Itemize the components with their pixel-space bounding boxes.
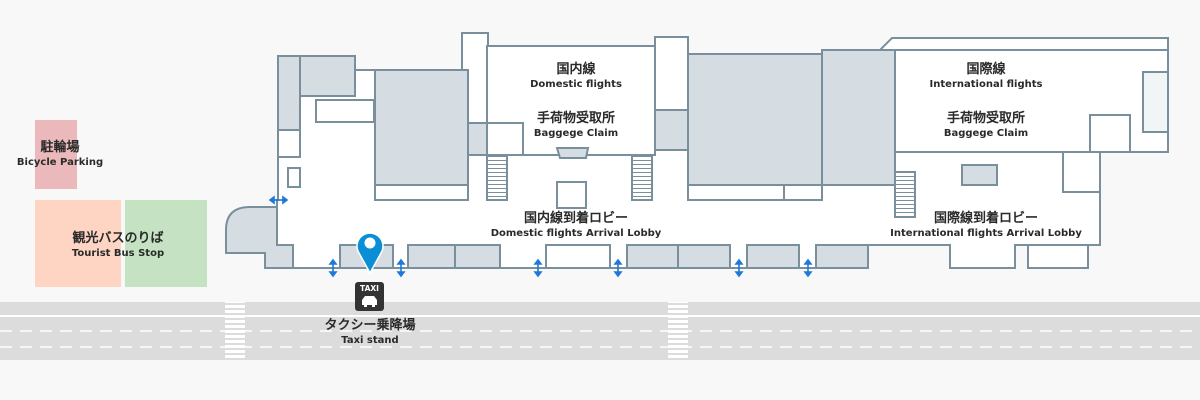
tourist-bus-area [35, 200, 121, 287]
entrance-arrow-icon [268, 195, 812, 278]
crosswalk [225, 302, 688, 360]
building [225, 32, 1169, 269]
svg-text:TAXI: TAXI [360, 284, 379, 293]
tourist-bus-area-2 [125, 200, 207, 287]
road [0, 302, 1200, 360]
bicycle-parking-area [35, 120, 77, 189]
taxi-icon: TAXI [355, 282, 384, 311]
location-pin-icon[interactable] [356, 232, 384, 275]
